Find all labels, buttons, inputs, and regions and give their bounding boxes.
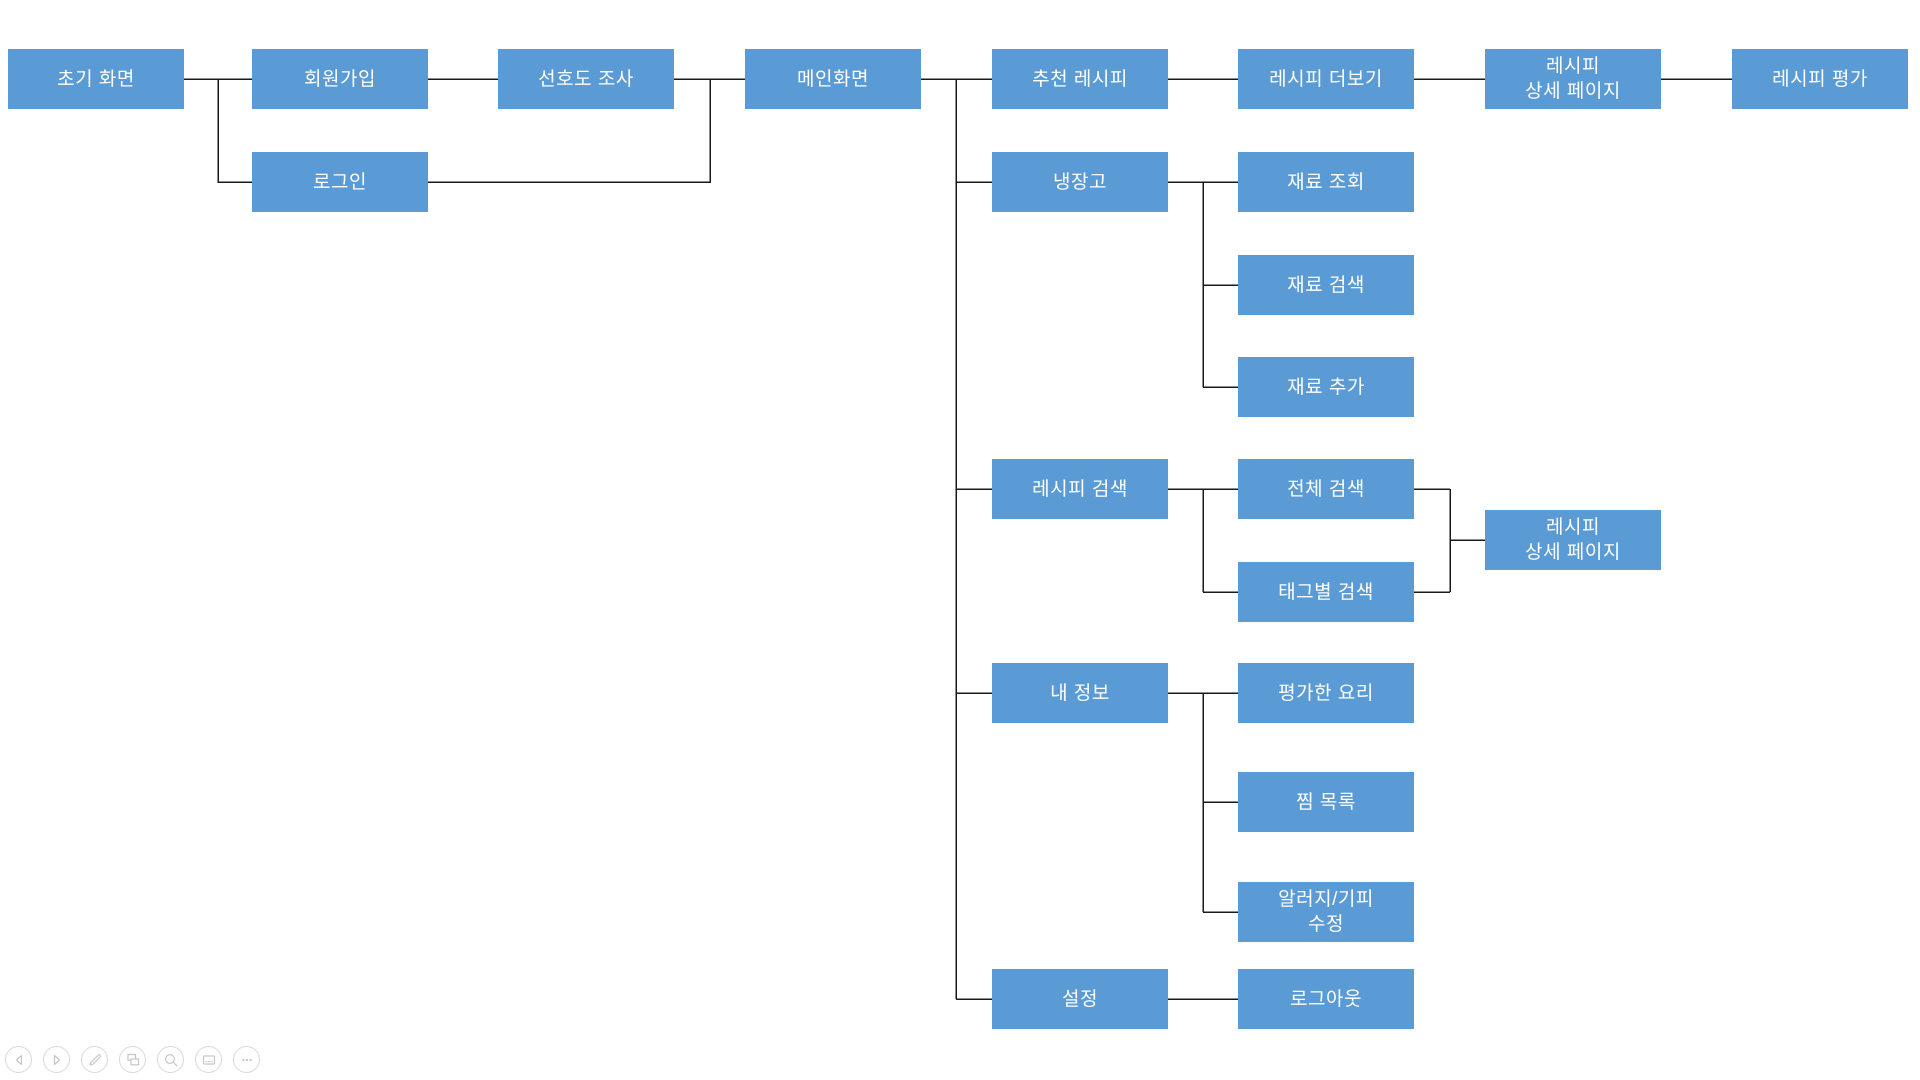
node-label-tag-search: 태그별 검색: [1278, 581, 1374, 603]
diagram-node-preference-survey: 선호도 조사: [498, 49, 674, 109]
diagram-node-recipe-detail-page-search: 레시피 상세 페이지: [1485, 510, 1661, 570]
monitor-icon: [202, 1054, 215, 1065]
zoom-slide-button[interactable]: [157, 1046, 184, 1073]
diagram-node-settings: 설정: [992, 969, 1168, 1029]
diagram-node-logout: 로그아웃: [1238, 969, 1414, 1029]
node-label-ingredient-add: 재료 추가: [1287, 376, 1365, 398]
diagram-node-ingredient-view: 재료 조회: [1238, 152, 1414, 212]
diagram-node-wish-list: 찜 목록: [1238, 772, 1414, 832]
diagram-node-rated-dishes: 평가한 요리: [1238, 663, 1414, 723]
diagram-node-recipe-more: 레시피 더보기: [1238, 49, 1414, 109]
connector-login-riser-to-main-link: [428, 79, 711, 183]
diagram-node-full-search: 전체 검색: [1238, 459, 1414, 519]
diagram-node-allergy-avoid-edit: 알러지/기피 수정: [1238, 882, 1414, 942]
node-label-logout: 로그아웃: [1290, 988, 1362, 1010]
node-label-my-info: 내 정보: [1050, 682, 1110, 704]
node-label-recipe-search: 레시피 검색: [1032, 478, 1128, 500]
node-label-recipe-rating: 레시피 평가: [1772, 68, 1868, 90]
diagram-node-recommended-recipes: 추천 레시피: [992, 49, 1168, 109]
slides-stack-icon: [126, 1053, 139, 1065]
magnifier-icon: [164, 1053, 177, 1066]
see-all-slides-button[interactable]: [119, 1046, 146, 1073]
node-label-wish-list: 찜 목록: [1296, 791, 1356, 813]
node-label-full-search: 전체 검색: [1287, 478, 1365, 500]
node-label-signup: 회원가입: [304, 68, 376, 90]
node-label-preference-survey: 선호도 조사: [538, 68, 634, 90]
diagram-node-login: 로그인: [252, 152, 428, 212]
diagram-node-signup: 회원가입: [252, 49, 428, 109]
more-options-button[interactable]: [233, 1046, 260, 1073]
previous-slide-button[interactable]: [5, 1046, 32, 1073]
node-label-recipe-detail-page-search: 레시피 상세 페이지: [1525, 517, 1621, 563]
display-mode-button[interactable]: [195, 1046, 222, 1073]
node-label-main-screen: 메인화면: [797, 68, 869, 90]
next-slide-button[interactable]: [43, 1046, 70, 1073]
pen-icon: [88, 1053, 101, 1066]
diagram-node-refrigerator: 냉장고: [992, 152, 1168, 212]
node-label-recommended-recipes: 추천 레시피: [1032, 68, 1128, 90]
diagram-node-ingredient-add: 재료 추가: [1238, 357, 1414, 417]
node-label-ingredient-view: 재료 조회: [1287, 171, 1365, 193]
connector-initial-branch-to-login: [217, 79, 252, 183]
diagram-node-recipe-rating: 레시피 평가: [1732, 49, 1908, 109]
node-label-allergy-avoid-edit: 알러지/기피 수정: [1278, 889, 1374, 935]
diagram-node-my-info: 내 정보: [992, 663, 1168, 723]
node-label-settings: 설정: [1062, 988, 1098, 1010]
pen-tools-button[interactable]: [81, 1046, 108, 1073]
node-label-refrigerator: 냉장고: [1053, 171, 1107, 193]
node-label-login: 로그인: [313, 171, 367, 193]
ellipsis-icon: [241, 1058, 252, 1061]
node-label-rated-dishes: 평가한 요리: [1278, 682, 1374, 704]
triangle-right-icon: [53, 1054, 60, 1065]
diagram-node-initial-screen: 초기 화면: [8, 49, 184, 109]
node-label-initial-screen: 초기 화면: [57, 68, 135, 90]
presentation-toolbar: [5, 1046, 260, 1073]
node-label-ingredient-search: 재료 검색: [1287, 274, 1365, 296]
diagram-node-main-screen: 메인화면: [745, 49, 921, 109]
diagram-node-recipe-search: 레시피 검색: [992, 459, 1168, 519]
diagram-node-ingredient-search: 재료 검색: [1238, 255, 1414, 315]
diagram-node-tag-search: 태그별 검색: [1238, 562, 1414, 622]
node-label-recipe-detail-page-top: 레시피 상세 페이지: [1525, 56, 1621, 102]
diagram-node-recipe-detail-page-top: 레시피 상세 페이지: [1485, 49, 1661, 109]
triangle-left-icon: [15, 1054, 22, 1065]
node-label-recipe-more: 레시피 더보기: [1269, 68, 1383, 90]
